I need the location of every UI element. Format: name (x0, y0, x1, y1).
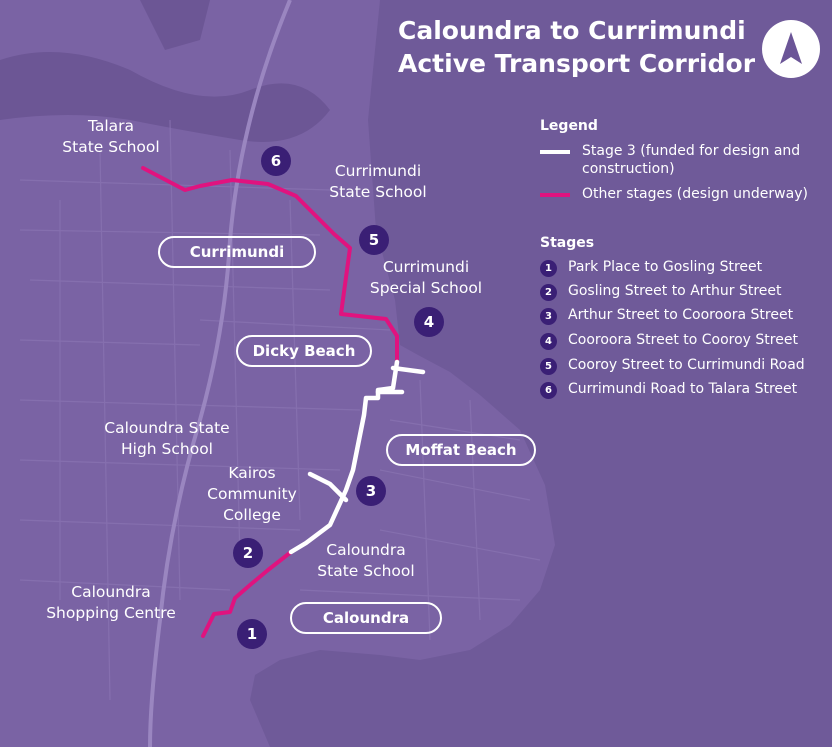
route-stage3-spur-kairos (307, 471, 349, 503)
stage-item: 2 Gosling Street to Arthur Street (540, 282, 830, 304)
place-label-line: High School (120, 440, 213, 458)
place-caloundra-shopping-centre: Caloundra Shopping Centre (34, 582, 188, 624)
stage-item: 5 Cooroy Street to Currimundi Road (540, 356, 830, 378)
route-stage3-spur-top (390, 365, 426, 375)
stage-number: 4 (540, 333, 557, 350)
place-label-line: Special School (369, 279, 483, 297)
place-label-line: Talara (87, 117, 135, 135)
stage-marker-1: 1 (237, 619, 267, 649)
place-label-line: Caloundra (326, 541, 406, 559)
stage-number: 6 (540, 382, 557, 399)
route-stage3 (288, 359, 400, 555)
route-other-south (201, 550, 293, 638)
place-label-line: State School (329, 183, 427, 201)
north-arrow-icon (780, 32, 802, 64)
place-label-line: Currimundi (382, 258, 470, 276)
place-caloundra-state-high-school: Caloundra State High School (94, 418, 240, 460)
place-currimundi-special-school: Currimundi Special School (362, 257, 490, 299)
suburb-dicky-beach: Dicky Beach (236, 335, 372, 367)
place-label-line: College (223, 506, 281, 524)
legend-label-other: Other stages (design underway) (582, 186, 808, 202)
stage-marker-6: 6 (261, 146, 291, 176)
place-kairos-community-college: Kairos Community College (200, 463, 304, 526)
main-road (148, 0, 292, 747)
stage-label: Cooroora Street to Cooroy Street (568, 332, 798, 348)
stage-label: Park Place to Gosling Street (568, 259, 763, 275)
place-talara-state-school: Talara State School (55, 116, 167, 158)
place-label-line: Caloundra State (104, 419, 230, 437)
legend-swatch-other (540, 193, 570, 197)
stage-item: 3 Arthur Street to Cooroora Street (540, 306, 830, 328)
north-arrow (762, 20, 820, 78)
stage-item: 4 Cooroora Street to Cooroy Street (540, 331, 830, 353)
place-label-line: Community (207, 485, 297, 503)
stages-title: Stages (540, 235, 595, 251)
legend-title: Legend (540, 118, 598, 134)
stage-marker-3: 3 (356, 476, 386, 506)
stage-item: 1 Park Place to Gosling Street (540, 258, 830, 280)
stage-label: Gosling Street to Arthur Street (568, 283, 782, 299)
legend-swatch-stage3 (540, 150, 570, 154)
suburb-moffat-beach: Moffat Beach (386, 434, 536, 466)
place-label-line: Currimundi (334, 162, 422, 180)
place-label-line: Shopping Centre (46, 604, 176, 622)
map-title-line1: Caloundra to Currimundi (398, 16, 746, 45)
place-label-line: State School (317, 562, 415, 580)
stage-number: 2 (540, 284, 557, 301)
stage-marker-2: 2 (233, 538, 263, 568)
stage-label: Arthur Street to Cooroora Street (568, 307, 794, 323)
place-label-line: Caloundra (71, 583, 151, 601)
place-caloundra-state-school: Caloundra State School (310, 540, 422, 582)
place-label-line: Kairos (228, 464, 276, 482)
stage-number: 3 (540, 308, 557, 325)
stage-number: 1 (540, 260, 557, 277)
route-other-north (141, 166, 399, 364)
stage-label: Currimundi Road to Talara Street (568, 381, 798, 397)
stage-marker-4: 4 (414, 307, 444, 337)
land-area (0, 0, 555, 747)
stage-number: 5 (540, 358, 557, 375)
place-currimundi-state-school: Currimundi State School (322, 161, 434, 203)
suburb-caloundra: Caloundra (290, 602, 442, 634)
map-title-line2: Active Transport Corridor (398, 49, 756, 78)
stage-item: 6 Currimundi Road to Talara Street (540, 380, 830, 402)
estuary (140, 0, 210, 50)
stage-marker-5: 5 (359, 225, 389, 255)
legend-item-stage3: Stage 3 (funded for design and construct… (540, 142, 830, 182)
legend-label-stage3: Stage 3 (funded for design and construct… (582, 143, 801, 177)
place-label-line: State School (62, 138, 160, 156)
legend-item-other: Other stages (design underway) (540, 185, 830, 225)
lagoon (0, 52, 330, 142)
map-title: Caloundra to Currimundi Active Transport… (398, 14, 755, 80)
suburb-currimundi: Currimundi (158, 236, 316, 268)
stage-label: Cooroy Street to Currimundi Road (568, 357, 805, 373)
